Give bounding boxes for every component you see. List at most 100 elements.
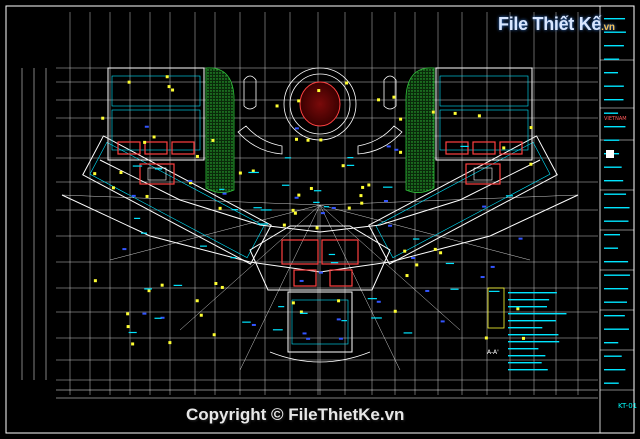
logo-domain: .vn — [601, 22, 615, 33]
title-block-text-line — [604, 382, 619, 384]
door-marker — [480, 276, 485, 279]
column-marker — [131, 342, 135, 346]
door-marker — [518, 237, 523, 240]
note-line — [508, 341, 560, 343]
column-markers — [93, 75, 533, 346]
door-marker — [411, 257, 416, 260]
column-marker — [160, 283, 164, 287]
column-marker — [167, 85, 171, 89]
note-line — [508, 362, 542, 364]
annotation-tick — [128, 331, 137, 334]
annotation-tick — [313, 201, 320, 203]
annotation-tick — [367, 298, 377, 300]
column-marker — [212, 333, 216, 337]
column-marker — [345, 81, 349, 85]
left-wing — [82, 135, 272, 265]
annotation-tick — [412, 238, 420, 240]
door-marker — [490, 265, 495, 268]
door-marker — [394, 148, 399, 151]
title-block-text-line — [604, 274, 630, 276]
door-marker — [160, 316, 165, 319]
title-block-text-line — [604, 328, 629, 330]
central-dome — [283, 67, 357, 141]
note-line — [508, 369, 548, 371]
annotation-tick — [141, 232, 147, 234]
landscape-left — [205, 67, 235, 193]
column-marker — [361, 185, 365, 189]
column-marker — [315, 226, 319, 230]
column-marker — [218, 206, 222, 210]
annotation-tick — [219, 188, 225, 190]
title-block-text-line — [604, 301, 628, 303]
annotation-tick — [231, 209, 238, 211]
sheet-number: KT-01 — [618, 402, 638, 410]
column-marker — [433, 247, 437, 251]
column-marker — [291, 208, 295, 212]
section-label: A-A' — [487, 349, 499, 356]
annotation-tick — [450, 288, 459, 290]
column-marker — [529, 126, 533, 130]
title-block-lines — [600, 59, 634, 391]
column-marker — [282, 223, 286, 227]
title-block-text-line — [604, 45, 624, 47]
column-marker — [439, 251, 443, 255]
door-marker — [294, 196, 299, 199]
door-marker — [144, 125, 149, 128]
door-marker — [383, 200, 388, 203]
door-marker — [376, 300, 381, 303]
column-marker — [171, 88, 175, 92]
left-tower — [107, 67, 205, 185]
column-marker — [484, 336, 488, 340]
door-marker — [386, 145, 391, 148]
door-marker — [320, 212, 325, 215]
annotation-tick — [371, 317, 382, 319]
notes-block — [487, 287, 567, 371]
door-marker — [302, 332, 307, 335]
title-block-text-line — [604, 355, 622, 357]
landscape-right — [405, 67, 435, 193]
right-wing — [368, 135, 558, 265]
column-marker — [337, 299, 341, 303]
door-marker — [336, 318, 341, 321]
title-block-text-line — [604, 315, 625, 317]
title-block-text-line — [604, 247, 619, 249]
column-marker — [165, 75, 169, 79]
door-markers — [122, 125, 523, 340]
door-marker — [251, 323, 256, 326]
column-marker — [214, 281, 218, 285]
note-line — [508, 292, 557, 294]
column-marker — [403, 249, 407, 253]
radial-line — [61, 194, 321, 206]
door-marker — [331, 206, 336, 209]
column-marker — [431, 110, 435, 114]
column-marker — [405, 274, 409, 278]
column-marker — [275, 104, 279, 108]
title-block-text-line — [604, 369, 626, 371]
column-marker — [220, 285, 224, 289]
column-marker — [341, 164, 345, 168]
title-block-text-line — [604, 180, 624, 182]
annotation-tick — [323, 206, 330, 208]
column-marker — [147, 289, 151, 293]
door-marker — [294, 127, 299, 130]
planters — [237, 75, 403, 155]
central-core — [249, 225, 391, 363]
column-marker — [195, 154, 199, 158]
title-block-text-line — [604, 220, 629, 222]
column-marker — [297, 99, 301, 103]
title-block-text-line — [604, 193, 627, 195]
annotation-tick — [132, 165, 143, 167]
column-marker — [145, 194, 149, 198]
logo-text: File Thiết Kế — [498, 14, 602, 34]
door-marker — [131, 194, 136, 197]
annotation-tick — [278, 306, 285, 308]
door-marker — [122, 248, 127, 251]
title-block-text-line — [604, 234, 621, 236]
company-logo-icon — [606, 150, 614, 158]
column-marker — [399, 150, 403, 154]
column-marker — [309, 186, 313, 190]
column-marker — [393, 309, 397, 313]
column-marker — [127, 80, 131, 84]
column-marker — [152, 135, 156, 139]
title-block-text-line — [604, 261, 629, 263]
